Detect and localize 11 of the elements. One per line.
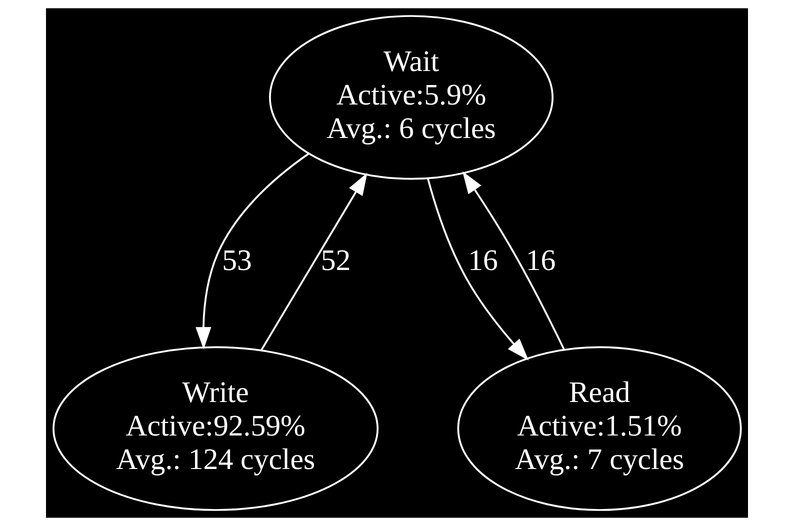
- arrow: [462, 171, 565, 350]
- edge-label: 16: [468, 244, 498, 278]
- node-ellipse: Read Active:1.51% Avg.: 7 cycles: [457, 346, 742, 511]
- arrow: [427, 178, 529, 360]
- edge-label: 53: [222, 244, 252, 278]
- edge-label: 16: [526, 244, 556, 278]
- arrow: [260, 172, 368, 351]
- edge-label: 52: [320, 244, 351, 278]
- node-ellipse: Wait Active:5.9% Avg.: 6 cycles: [269, 15, 554, 180]
- arrow: [196, 152, 310, 350]
- node-ellipse: Write Active:92.59% Avg.: 124 cycles: [52, 346, 379, 511]
